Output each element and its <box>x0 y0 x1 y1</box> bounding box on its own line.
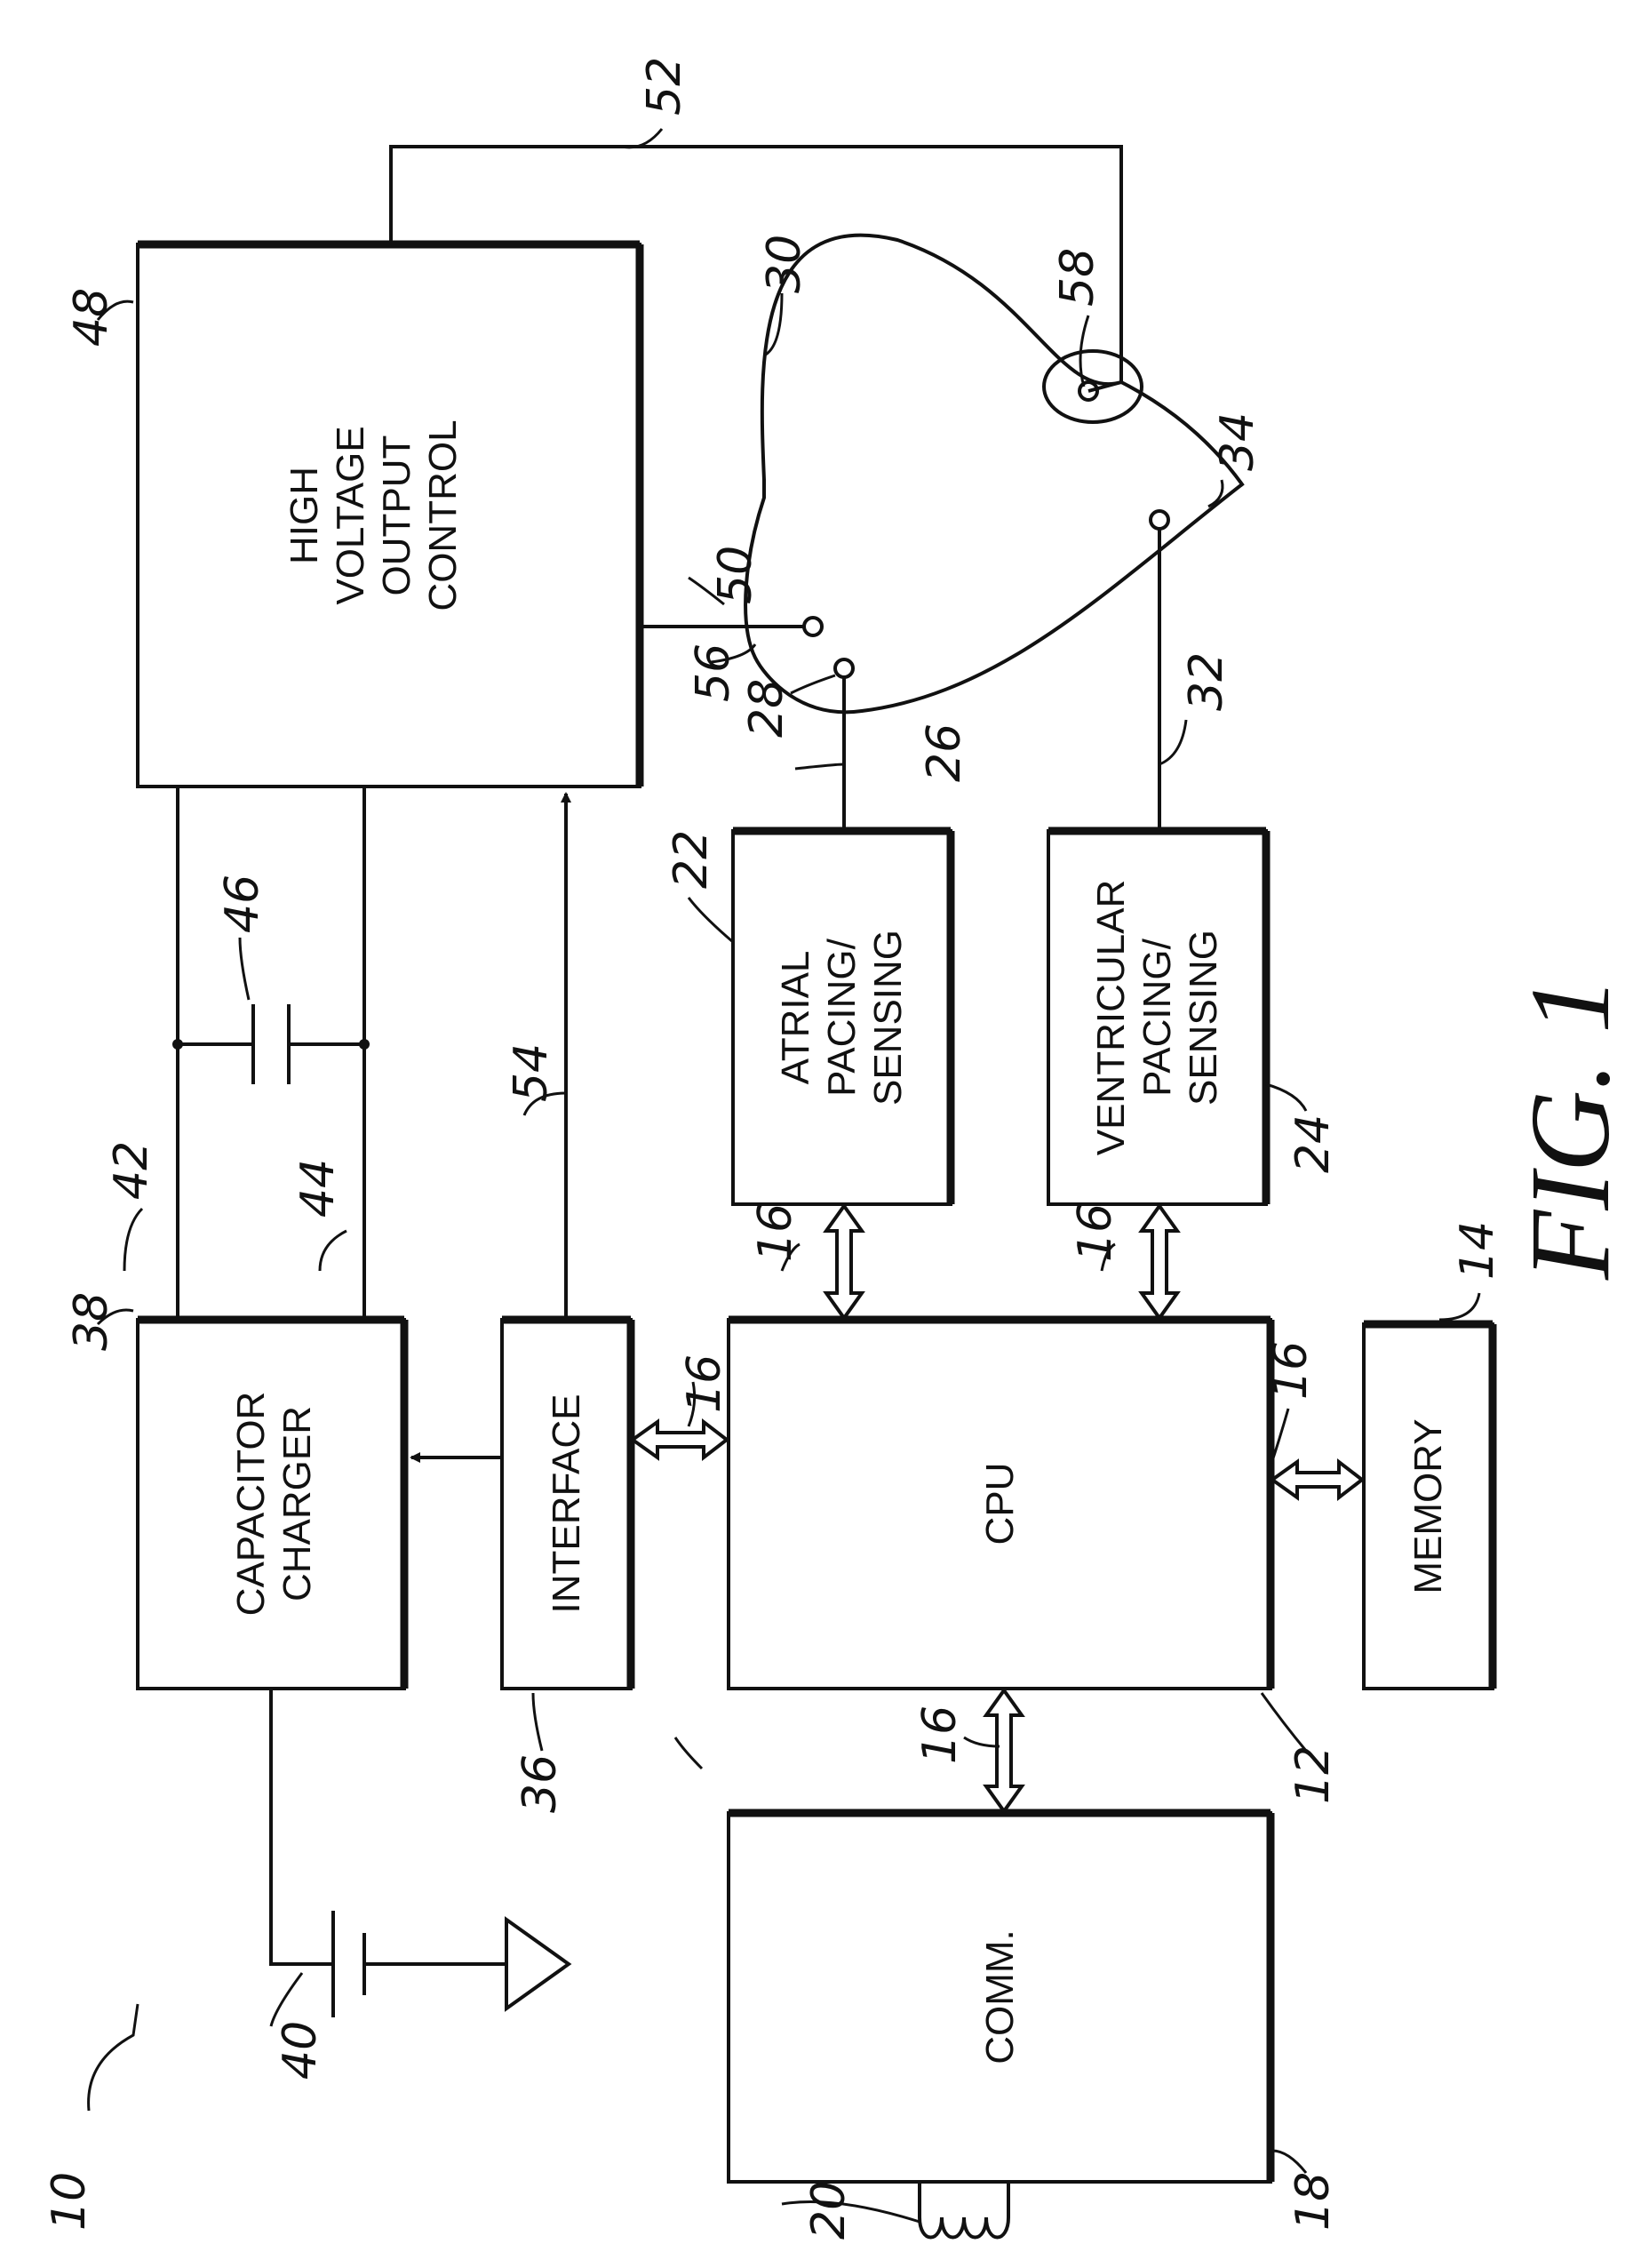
cpu-label: CPU <box>978 1463 1022 1545</box>
ref-interface: 36 <box>514 1754 567 1813</box>
ref-atrial: 22 <box>665 830 718 889</box>
ref-memory: 14 <box>1451 1221 1504 1280</box>
hv-control-label-4: CONTROL <box>421 419 465 611</box>
ventricular-label-2: PACING/ <box>1135 938 1179 1096</box>
antenna-coil <box>918 2182 1010 2240</box>
ref-antenna: 20 <box>802 2181 856 2240</box>
ref-high-voltage: 48 <box>65 288 118 347</box>
bus-arrow-cpu-memory <box>1269 1457 1366 1502</box>
ref-bus-a: 16 <box>678 1354 731 1413</box>
atrial-label-2: PACING/ <box>820 938 864 1096</box>
atrial-label-1: ATRIAL <box>774 951 817 1085</box>
capacitor-charger-label-1: CAPACITOR <box>229 1392 273 1617</box>
interface-label: INTERFACE <box>545 1394 588 1614</box>
ref-bus-d: 16 <box>1069 1203 1122 1262</box>
electrode-58 <box>1078 380 1099 402</box>
ground-symbol <box>505 1916 572 2012</box>
bus-arrow-cpu-ventricular <box>1138 1202 1181 1322</box>
bus-arrow-cpu-atrial <box>823 1202 865 1322</box>
ref-heart: 30 <box>758 235 811 293</box>
ref-ventricular: 24 <box>1287 1114 1340 1173</box>
bus-arrow-interface-cpu <box>629 1418 730 1462</box>
ref-lead-32: 32 <box>1180 652 1233 711</box>
hv-control-label-3: OUTPUT <box>375 435 418 596</box>
atrial-label-3: SENSING <box>866 930 910 1106</box>
ref-bus-e: 16 <box>913 1705 967 1764</box>
hv-control-label-1: HIGH <box>283 467 326 564</box>
comm-label: COMM. <box>978 1929 1022 2064</box>
ref-lead-26: 26 <box>918 723 971 782</box>
ref-electrode-34: 34 <box>1211 412 1264 471</box>
figure-caption: FIG. 1 <box>1507 977 1633 1281</box>
ref-capacitor-charger: 38 <box>65 1292 118 1351</box>
heart-outline <box>744 233 1245 715</box>
ref-wire-44: 44 <box>291 1159 345 1218</box>
ventricular-label-1: VENTRICULAR <box>1089 880 1133 1156</box>
ref-cpu: 12 <box>1287 1745 1340 1804</box>
ref-electrode-28: 28 <box>740 679 793 738</box>
ref-electrode-56: 56 <box>687 643 740 702</box>
ref-capacitor: 46 <box>216 874 269 933</box>
ventricular-label-3: SENSING <box>1182 930 1225 1106</box>
ref-bus-b: 16 <box>1264 1341 1318 1400</box>
memory-label: MEMORY <box>1406 1418 1450 1593</box>
ref-wire-54: 54 <box>505 1043 558 1102</box>
ref-bus-c: 16 <box>749 1203 802 1262</box>
hv-control-label-2: VOLTAGE <box>329 426 372 604</box>
ref-wire-42: 42 <box>105 1141 158 1200</box>
electrode-28 <box>833 658 855 679</box>
ref-wire-52: 52 <box>638 57 691 116</box>
ref-battery: 40 <box>274 2021 327 2080</box>
ref-wire-50: 50 <box>709 546 762 604</box>
electrode-34 <box>1149 509 1170 531</box>
bus-arrow-cpu-comm <box>983 1687 1025 1815</box>
ref-device: 10 <box>43 2172 96 2231</box>
ref-comm: 18 <box>1287 2172 1340 2231</box>
electrode-56 <box>802 616 824 637</box>
capacitor-charger-label-2: CHARGER <box>275 1406 319 1601</box>
ref-electrode-58: 58 <box>1051 248 1104 307</box>
electrode-58-pocket <box>1042 349 1143 424</box>
